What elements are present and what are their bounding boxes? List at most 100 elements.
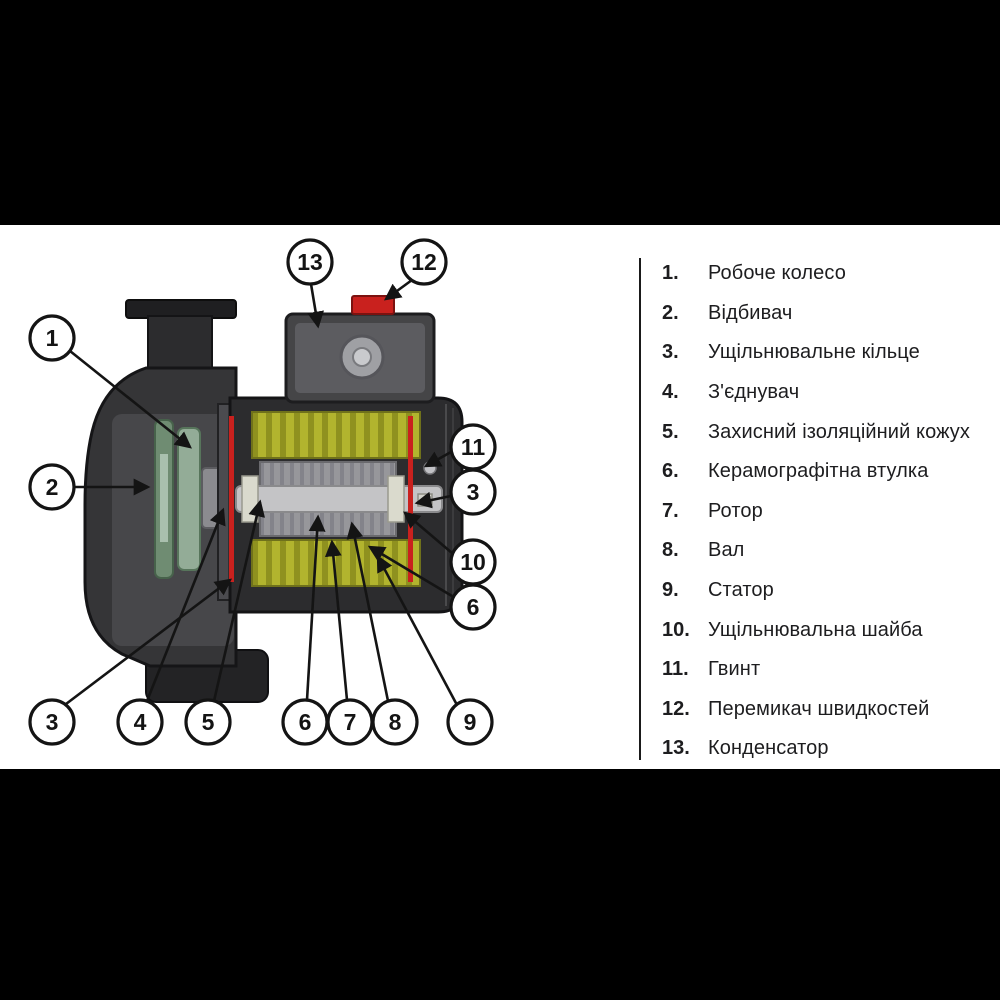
legend-item-number: 8. [662,539,679,562]
legend-item-number: 9. [662,579,679,602]
callout-10: 10 [449,538,497,586]
callout-6-bottom: 6 [281,698,329,746]
callout-3-right: 3 [449,468,497,516]
legend-item-label: Захисний ізоляційний кожух [708,420,970,443]
leader-line [307,283,324,329]
leader-line [346,521,390,702]
capacitor-core [352,347,372,367]
legend-item: 11. Гвинт [662,650,992,690]
legend-item: 6. Керамографітна втулка [662,452,992,492]
callout-2: 2 [28,463,76,511]
svg-text:13: 13 [297,249,323,275]
legend-item-number: 10. [662,618,690,641]
legend-item: 3. Ущільнювальне кільце [662,333,992,373]
pump-illustration [83,295,464,703]
leader-line [423,450,452,468]
legend-divider [639,258,641,760]
leader-line [376,554,459,706]
legend-item-label: Ущільнювальна шайба [708,618,923,641]
svg-text:11: 11 [461,434,486,460]
svg-text:8: 8 [389,709,402,735]
svg-text:10: 10 [460,549,486,575]
svg-text:3: 3 [467,479,480,505]
leader-line [69,349,192,449]
legend-item-number: 12. [662,697,690,720]
legend-item-label: Керамографітна втулка [708,460,929,483]
bottom-black-bar [0,769,1000,1000]
callout-9: 9 [446,698,494,746]
legend-item: 7. Ротор [662,492,992,532]
legend-item: 9. Статор [662,571,992,611]
svg-text:3: 3 [46,709,59,735]
legend-item: 12. Перемикач швидкостей [662,690,992,730]
callouts: 13 12 1 2 11 3 [28,238,497,746]
legend: 1. Робоче колесо 2. Відбивач 3. Ущільнюв… [662,254,992,769]
legend-item-label: Вал [708,539,745,562]
svg-text:5: 5 [202,709,215,735]
legend-item-number: 3. [662,341,679,364]
legend-item-number: 2. [662,301,679,324]
svg-text:4: 4 [134,709,147,735]
leader-line [212,499,265,702]
legend-item-label: Ущільнювальне кільце [708,341,920,364]
svg-text:2: 2 [46,474,59,500]
screw-right [408,416,413,582]
stator-top [251,411,421,459]
legend-item-label: Перемикач швидкостей [708,697,930,720]
callout-3-bottom: 3 [28,698,76,746]
legend-item: 8. Вал [662,531,992,571]
impeller [177,427,201,571]
legend-item-label: Ротор [708,499,763,522]
leader-line [324,539,349,701]
callout-1: 1 [28,314,76,362]
callout-4: 4 [116,698,164,746]
legend-item-label: Статор [708,579,774,602]
callout-6-right: 6 [449,583,497,631]
legend-item-label: Гвинт [708,658,761,681]
leader-line [403,511,453,554]
bushing-right [387,475,405,523]
leader-line [305,514,326,701]
legend-item-number: 1. [662,262,679,285]
legend-item-label: Відбивач [708,301,793,324]
callout-13: 13 [286,238,334,286]
callout-7: 7 [326,698,374,746]
legend-item-label: Робоче колесо [708,262,846,285]
inlet-pipe [147,315,213,375]
legend-item-number: 4. [662,381,679,404]
legend-list: 1. Робоче колесо 2. Відбивач 3. Ущільнюв… [662,254,992,769]
legend-item-number: 13. [662,737,690,760]
impeller-highlight [160,454,168,542]
callout-11: 11 [449,423,497,471]
speed-switch [351,295,395,315]
callout-8: 8 [371,698,419,746]
leader-line [383,278,413,301]
callout-12: 12 [400,238,448,286]
legend-item-label: З'єднувач [708,381,800,404]
callout-5: 5 [184,698,232,746]
svg-text:7: 7 [344,709,357,735]
legend-item-number: 6. [662,460,679,483]
svg-text:12: 12 [411,249,437,275]
legend-item-number: 7. [662,499,679,522]
legend-item: 4. З'єднувач [662,373,992,413]
svg-text:6: 6 [299,709,312,735]
legend-item-label: Конденсатор [708,737,829,760]
screw-left [229,416,234,582]
leader-line [414,491,452,509]
svg-text:9: 9 [464,709,477,735]
svg-text:6: 6 [467,594,480,620]
legend-item: 1. Робоче колесо [662,254,992,294]
legend-item: 10. Ущільнювальна шайба [662,610,992,650]
svg-text:1: 1 [46,325,59,351]
legend-item: 2. Відбивач [662,294,992,334]
legend-item-number: 5. [662,420,679,443]
leader-line [145,507,226,702]
leader-lines [65,278,459,706]
legend-item-number: 11. [662,658,689,681]
legend-item: 13. Конденсатор [662,729,992,769]
leader-line [65,578,233,706]
bushing-left [241,475,259,523]
